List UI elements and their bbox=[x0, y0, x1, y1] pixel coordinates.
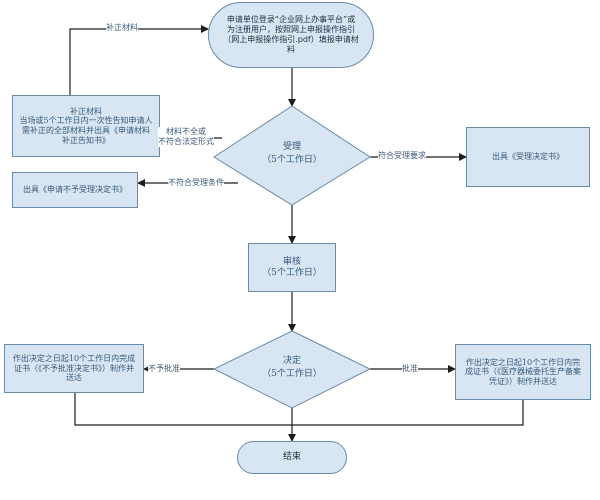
arrow-supplement-to-start bbox=[69, 25, 209, 95]
supplement-box: 补正材料 当场或5个工作日内一次性告知申请人需补正的全部材料并出具《申请材料补正… bbox=[12, 95, 160, 157]
end-node: 结束 bbox=[237, 441, 347, 474]
decision-label: 决定 （5个工作日） bbox=[242, 355, 342, 380]
accept-notice-box: 出具《受理决定书》 bbox=[466, 127, 590, 187]
review-title: 审核 bbox=[282, 256, 301, 267]
edge-label-incomplete-line1: 材料不全或 bbox=[166, 127, 206, 136]
deny-result-text: 作出决定之日起10个工作日内完成证书（《不予批准决定书》）制作并送达 bbox=[12, 354, 136, 383]
review-days: （5个工作日） bbox=[262, 267, 322, 278]
accept-title: 受理 bbox=[282, 142, 301, 152]
edge-label-meets: 符合受理要求 bbox=[378, 151, 426, 161]
edge-label-deny: 不予批准 bbox=[148, 364, 180, 374]
end-node-text: 结束 bbox=[282, 451, 301, 462]
deny-result-box: 作出决定之日起10个工作日内完成证书（《不予批准决定书》）制作并送达 bbox=[4, 344, 144, 393]
line-deny-result-to-merge bbox=[74, 393, 292, 426]
accept-label: 受理 （5个工作日） bbox=[242, 141, 342, 166]
accept-notice-text: 出具《受理决定书》 bbox=[492, 152, 564, 162]
edge-label-incomplete-line2: 不符合法定形式 bbox=[158, 137, 214, 146]
start-node-text: 申请单位登录“企业网上办事平台”或为注册用户，按照网上申报操作指引（网上申报操作… bbox=[223, 15, 359, 54]
decision-diamond bbox=[212, 330, 372, 409]
decision-title: 决定 bbox=[282, 356, 301, 366]
decision-days: （5个工作日） bbox=[262, 368, 322, 379]
line-approve-result-to-merge bbox=[292, 400, 524, 426]
edge-label-approve: 批准 bbox=[402, 364, 418, 374]
start-node: 申请单位登录“企业网上办事平台”或为注册用户，按照网上申报操作指引（网上申报操作… bbox=[208, 2, 374, 68]
accept-days: （5个工作日） bbox=[262, 154, 322, 165]
edge-label-incomplete: 材料不全或 不符合法定形式 bbox=[158, 127, 214, 147]
not-accept-text: 出具《申请不予受理决定书》 bbox=[23, 185, 127, 195]
edge-label-supplement: 补正材料 bbox=[106, 23, 138, 33]
accept-diamond bbox=[213, 105, 371, 206]
edge-label-not-meets: 不符合受理条件 bbox=[168, 178, 224, 188]
supplement-title: 补正材料 bbox=[70, 106, 102, 116]
supplement-desc: 当场或5个工作日内一次性告知申请人需补正的全部材料并出具《申请材料补正告知书》 bbox=[19, 116, 153, 145]
review-box: 审核 （5个工作日） bbox=[248, 243, 336, 292]
approve-result-box: 作出决定之日起10个工作日内完成证书（《医疗器械委托生产备案凭证》）制作并送达 bbox=[455, 344, 591, 400]
approve-result-text: 作出决定之日起10个工作日内完成证书（《医疗器械委托生产备案凭证》）制作并送达 bbox=[465, 357, 581, 386]
not-accept-box: 出具《申请不予受理决定书》 bbox=[12, 172, 138, 208]
